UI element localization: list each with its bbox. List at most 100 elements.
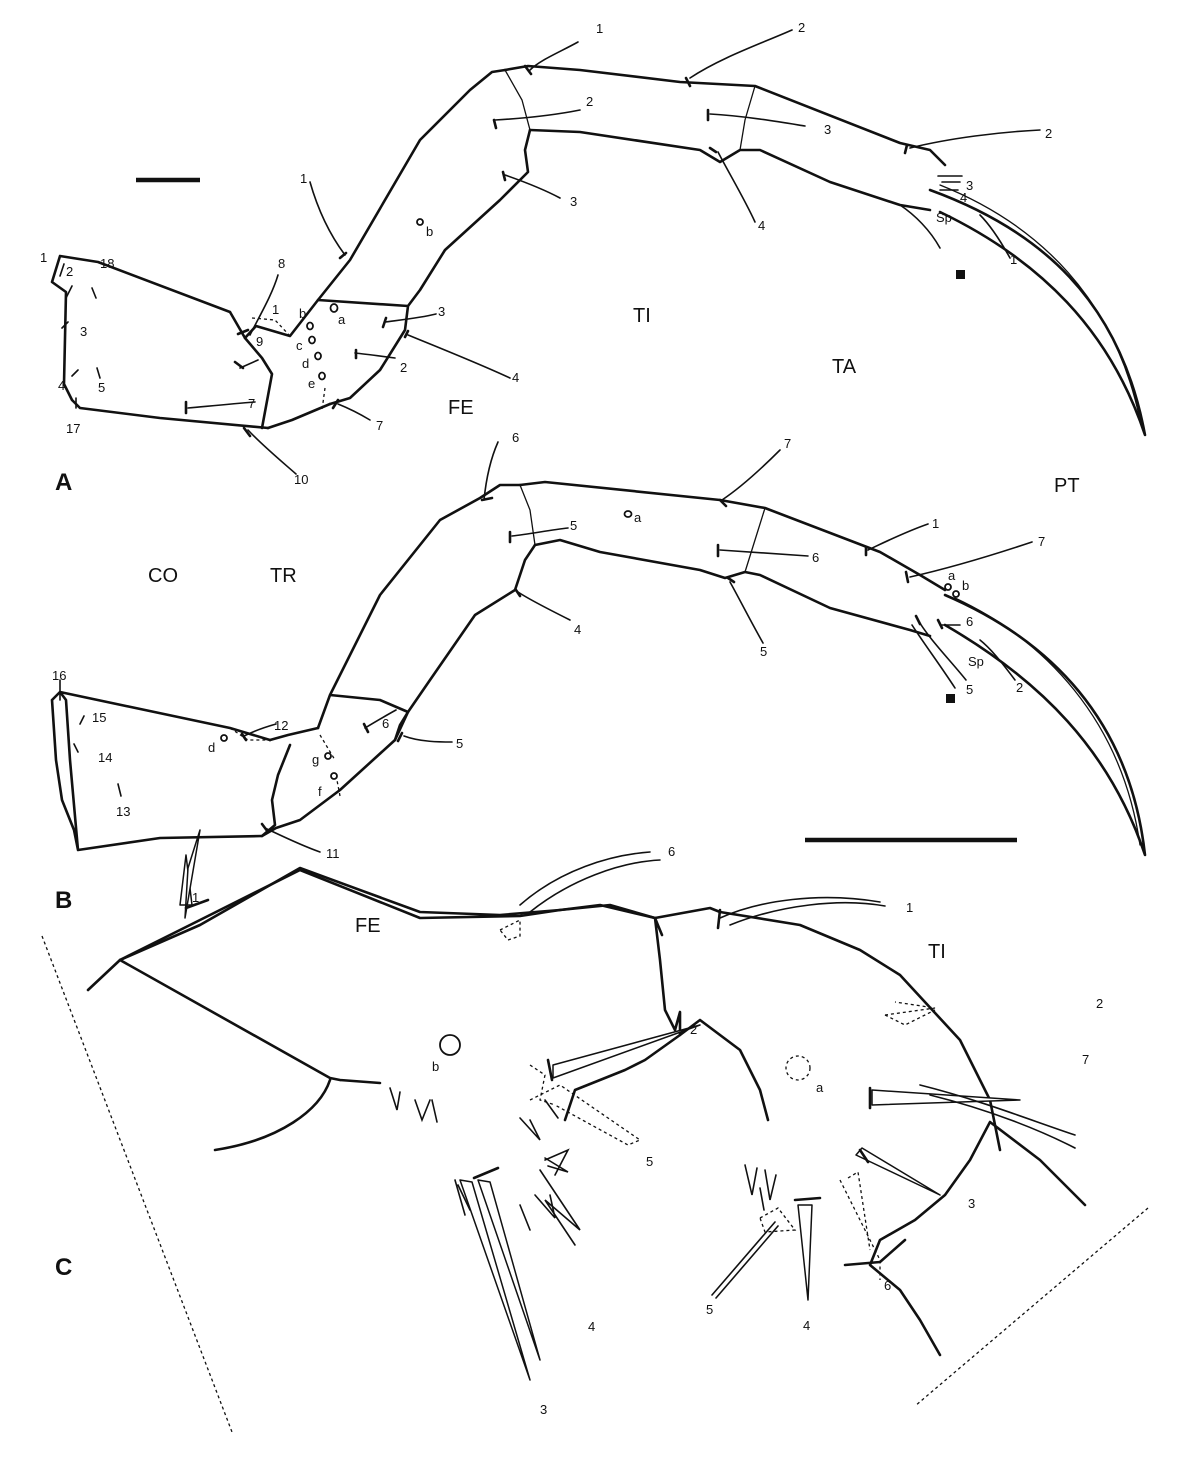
label: 1 xyxy=(300,171,307,186)
segment-pt: PT xyxy=(1054,475,1080,497)
tibiotarsus-b-outline xyxy=(518,480,947,638)
panel-b xyxy=(50,441,1147,857)
segment-ti-c: TI xyxy=(928,941,946,963)
label: g xyxy=(312,752,319,767)
label: 7 xyxy=(248,396,255,411)
pores-b xyxy=(220,510,960,780)
cut-line-right xyxy=(914,1207,1149,1407)
label: 5 xyxy=(760,644,767,659)
label: 1 xyxy=(40,250,47,265)
label: 4 xyxy=(512,370,519,385)
claw-b-outline xyxy=(943,593,1147,857)
label: 3 xyxy=(968,1196,975,1211)
label: 6 xyxy=(966,614,973,629)
label: d xyxy=(302,356,309,371)
femur-c-top xyxy=(118,866,657,962)
label: Sp xyxy=(936,210,952,225)
label: 9 xyxy=(256,334,263,349)
label: b xyxy=(962,578,969,593)
joint-c-outline xyxy=(563,916,682,1122)
trochanter-a-outline xyxy=(243,298,332,430)
tibiotarsus-a-outline xyxy=(503,64,947,212)
label: 7 xyxy=(1038,534,1045,549)
label: 2 xyxy=(66,264,73,279)
label: 2 xyxy=(798,20,805,35)
label: 17 xyxy=(66,421,80,436)
cut-line-left xyxy=(41,935,233,1433)
segment-fe-top: FE xyxy=(448,397,474,419)
label: 3 xyxy=(824,122,831,137)
label: a xyxy=(338,312,346,327)
label: 3 xyxy=(570,194,577,209)
label: 2 xyxy=(1016,680,1023,695)
label: c xyxy=(296,338,303,353)
panel-a xyxy=(50,29,1147,475)
pores-a xyxy=(306,218,424,381)
bristles-c xyxy=(389,1087,777,1231)
label: a xyxy=(948,568,956,583)
trochanter-a-suture xyxy=(251,317,291,337)
label: 4 xyxy=(960,190,967,205)
label: 11 xyxy=(326,846,340,861)
label: 1 xyxy=(596,21,603,36)
femur-a-outline xyxy=(316,68,532,406)
label: f xyxy=(318,784,322,799)
label: 1 xyxy=(1010,252,1017,267)
label: 10 xyxy=(294,472,308,487)
femur-b-outline xyxy=(316,483,537,742)
dashes-c xyxy=(498,918,936,1280)
labels: A B C CO TR FE TI TA PT FE TI 1 2 18 3 4… xyxy=(40,20,1103,1417)
femur-a-dots xyxy=(321,387,326,411)
label: 5 xyxy=(570,518,577,533)
coxa-a-outline xyxy=(50,254,270,430)
spines-c xyxy=(179,829,1021,1381)
label: 6 xyxy=(668,844,675,859)
setae-b xyxy=(59,441,1033,853)
label: 1 xyxy=(906,900,913,915)
label: 2 xyxy=(690,1022,697,1037)
label: 2 xyxy=(1096,996,1103,1011)
label: 3 xyxy=(966,178,973,193)
label: 1 xyxy=(192,890,199,905)
label: b xyxy=(426,224,433,239)
claw-a-inner xyxy=(939,184,1141,421)
panel-b-label: B xyxy=(55,887,72,914)
label: 3 xyxy=(438,304,445,319)
label: 5 xyxy=(456,736,463,751)
coxa-b-outline xyxy=(50,690,272,852)
label: 4 xyxy=(588,1319,595,1334)
label: 1 xyxy=(272,302,279,317)
claw-a-outline xyxy=(928,188,1147,437)
label: 3 xyxy=(80,324,87,339)
label: 4 xyxy=(803,1318,810,1333)
label: 3 xyxy=(540,1402,547,1417)
label: Sp xyxy=(968,654,984,669)
label: 7 xyxy=(376,418,383,433)
label: 14 xyxy=(98,750,112,765)
label: b xyxy=(299,306,306,321)
label: 4 xyxy=(758,218,765,233)
label: 2 xyxy=(1045,126,1052,141)
femur-c-outline xyxy=(86,868,657,1152)
label: 13 xyxy=(116,804,130,819)
tibia-c-lobe xyxy=(653,906,1002,1152)
label: 2 xyxy=(400,360,407,375)
claw-b-inner xyxy=(954,597,1141,846)
label: 4 xyxy=(574,622,581,637)
segment-tr: TR xyxy=(270,565,297,587)
label: 12 xyxy=(274,718,288,733)
label: 5 xyxy=(966,682,973,697)
panel-c-label: C xyxy=(55,1254,72,1281)
marker-square-a xyxy=(956,270,965,279)
label: 5 xyxy=(646,1154,653,1169)
label: 6 xyxy=(812,550,819,565)
pores-c xyxy=(439,1034,811,1081)
label: 5 xyxy=(98,380,105,395)
label: 15 xyxy=(92,710,106,725)
label: 2 xyxy=(586,94,593,109)
label: b xyxy=(432,1059,439,1074)
label: 7 xyxy=(784,436,791,451)
marker-square-b xyxy=(946,694,955,703)
label: 6 xyxy=(512,430,519,445)
